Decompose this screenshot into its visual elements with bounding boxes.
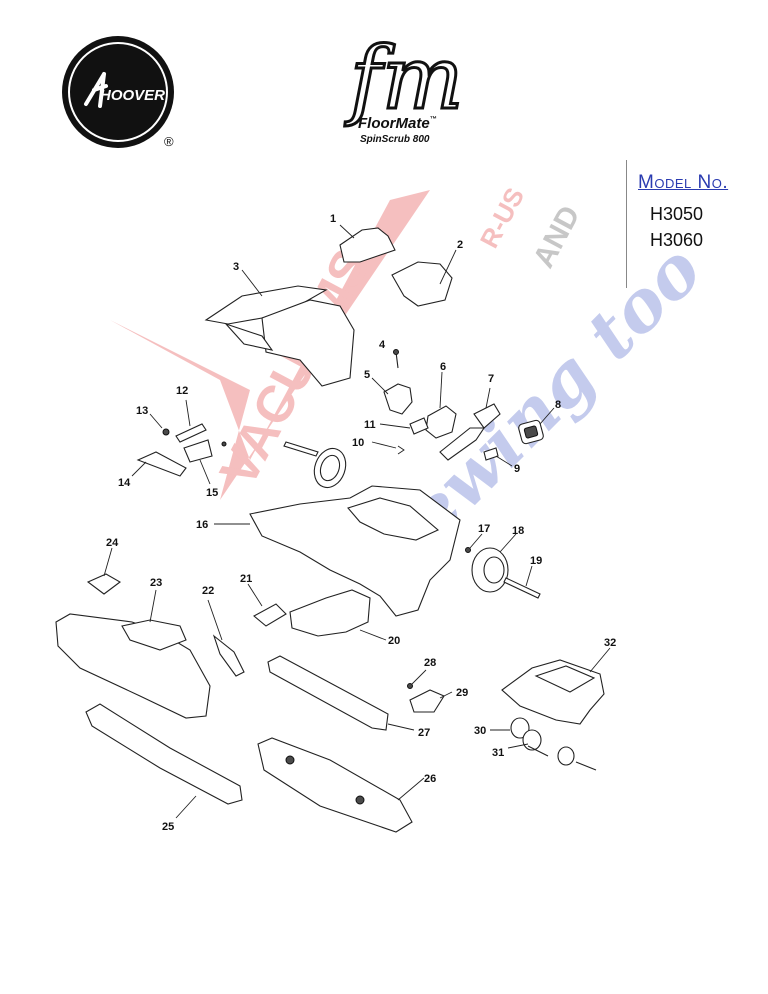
label-3: 3 (233, 261, 239, 273)
part-16 (214, 485, 461, 617)
label-10: 10 (352, 437, 364, 449)
part-9 (483, 447, 513, 467)
label-19: 19 (530, 555, 542, 567)
watermark: VACUUMS R-US AND Sewing too (110, 183, 717, 592)
label-21: 21 (240, 573, 252, 585)
model-number-h3060: H3060 (650, 230, 704, 250)
label-20: 20 (388, 635, 400, 647)
part-29 (409, 689, 453, 713)
label-25: 25 (162, 821, 174, 833)
label-12: 12 (176, 385, 188, 397)
label-14: 14 (118, 477, 131, 489)
floormate-logo: fm FloorMate™ SpinScrub 800 (343, 28, 465, 146)
part-17 (465, 533, 483, 553)
part-20 (289, 589, 387, 641)
part-10 (371, 441, 405, 455)
part-18 (471, 533, 517, 593)
part-30 (490, 717, 542, 751)
part-21 (247, 583, 287, 627)
drive-wheel (313, 447, 347, 489)
label-16: 16 (196, 519, 208, 531)
part-31 (507, 743, 597, 771)
part-11 (379, 417, 429, 435)
part-1 (339, 224, 396, 263)
label-27: 27 (418, 727, 430, 739)
label-17: 17 (478, 523, 490, 535)
label-1: 1 (330, 213, 336, 225)
registered-mark: ® (164, 134, 174, 149)
label-26: 26 (424, 773, 436, 785)
part-26 (257, 737, 425, 833)
part-32 (501, 647, 611, 725)
label-24: 24 (106, 537, 119, 549)
part-3 (204, 269, 355, 387)
watermark-v-shape (110, 190, 430, 500)
part-22 (207, 599, 245, 677)
label-31: 31 (492, 747, 504, 759)
label-11: 11 (364, 419, 376, 431)
label-23: 23 (150, 577, 162, 589)
part-19 (503, 565, 541, 599)
model-number-h3050: H3050 (650, 204, 704, 224)
part-25 (85, 703, 243, 819)
part-4 (393, 349, 399, 369)
floormate-monogram: fm (344, 29, 463, 129)
part-28 (407, 669, 427, 689)
floormate-model-line: SpinScrub 800 (360, 134, 430, 145)
part-6 (425, 371, 457, 439)
label-9: 9 (514, 463, 520, 475)
label-7: 7 (488, 373, 494, 385)
label-30: 30 (474, 725, 486, 737)
part-5 (371, 377, 413, 415)
label-4: 4 (379, 339, 386, 351)
part-12 (175, 399, 207, 443)
label-28: 28 (424, 657, 436, 669)
label-22: 22 (202, 585, 214, 597)
label-6: 6 (440, 361, 446, 373)
part-24 (86, 547, 121, 595)
part-15 (183, 439, 227, 485)
part-8 (518, 407, 555, 445)
label-8: 8 (555, 399, 561, 411)
part-14 (131, 451, 187, 477)
label-18: 18 (512, 525, 524, 537)
part-13 (149, 413, 170, 436)
floormate-name: FloorMate™ (358, 115, 437, 132)
label-32: 32 (604, 637, 616, 649)
part-23 (55, 589, 211, 719)
label-29: 29 (456, 687, 468, 699)
model-divider-line (626, 160, 627, 288)
label-5: 5 (364, 369, 370, 381)
model-number-title: Model No. (638, 172, 729, 193)
axle-rod (283, 441, 319, 457)
label-2: 2 (457, 239, 463, 251)
label-15: 15 (206, 487, 218, 499)
part-2 (391, 249, 457, 307)
part-labels: 1 2 3 4 5 6 7 8 9 10 11 12 13 14 15 16 1… (106, 213, 616, 833)
part-7 (439, 387, 501, 461)
hoover-logo: HOOVER ® (62, 36, 174, 149)
hoover-logo-text: HOOVER (100, 87, 165, 104)
part-27 (267, 655, 415, 731)
label-13: 13 (136, 405, 148, 417)
